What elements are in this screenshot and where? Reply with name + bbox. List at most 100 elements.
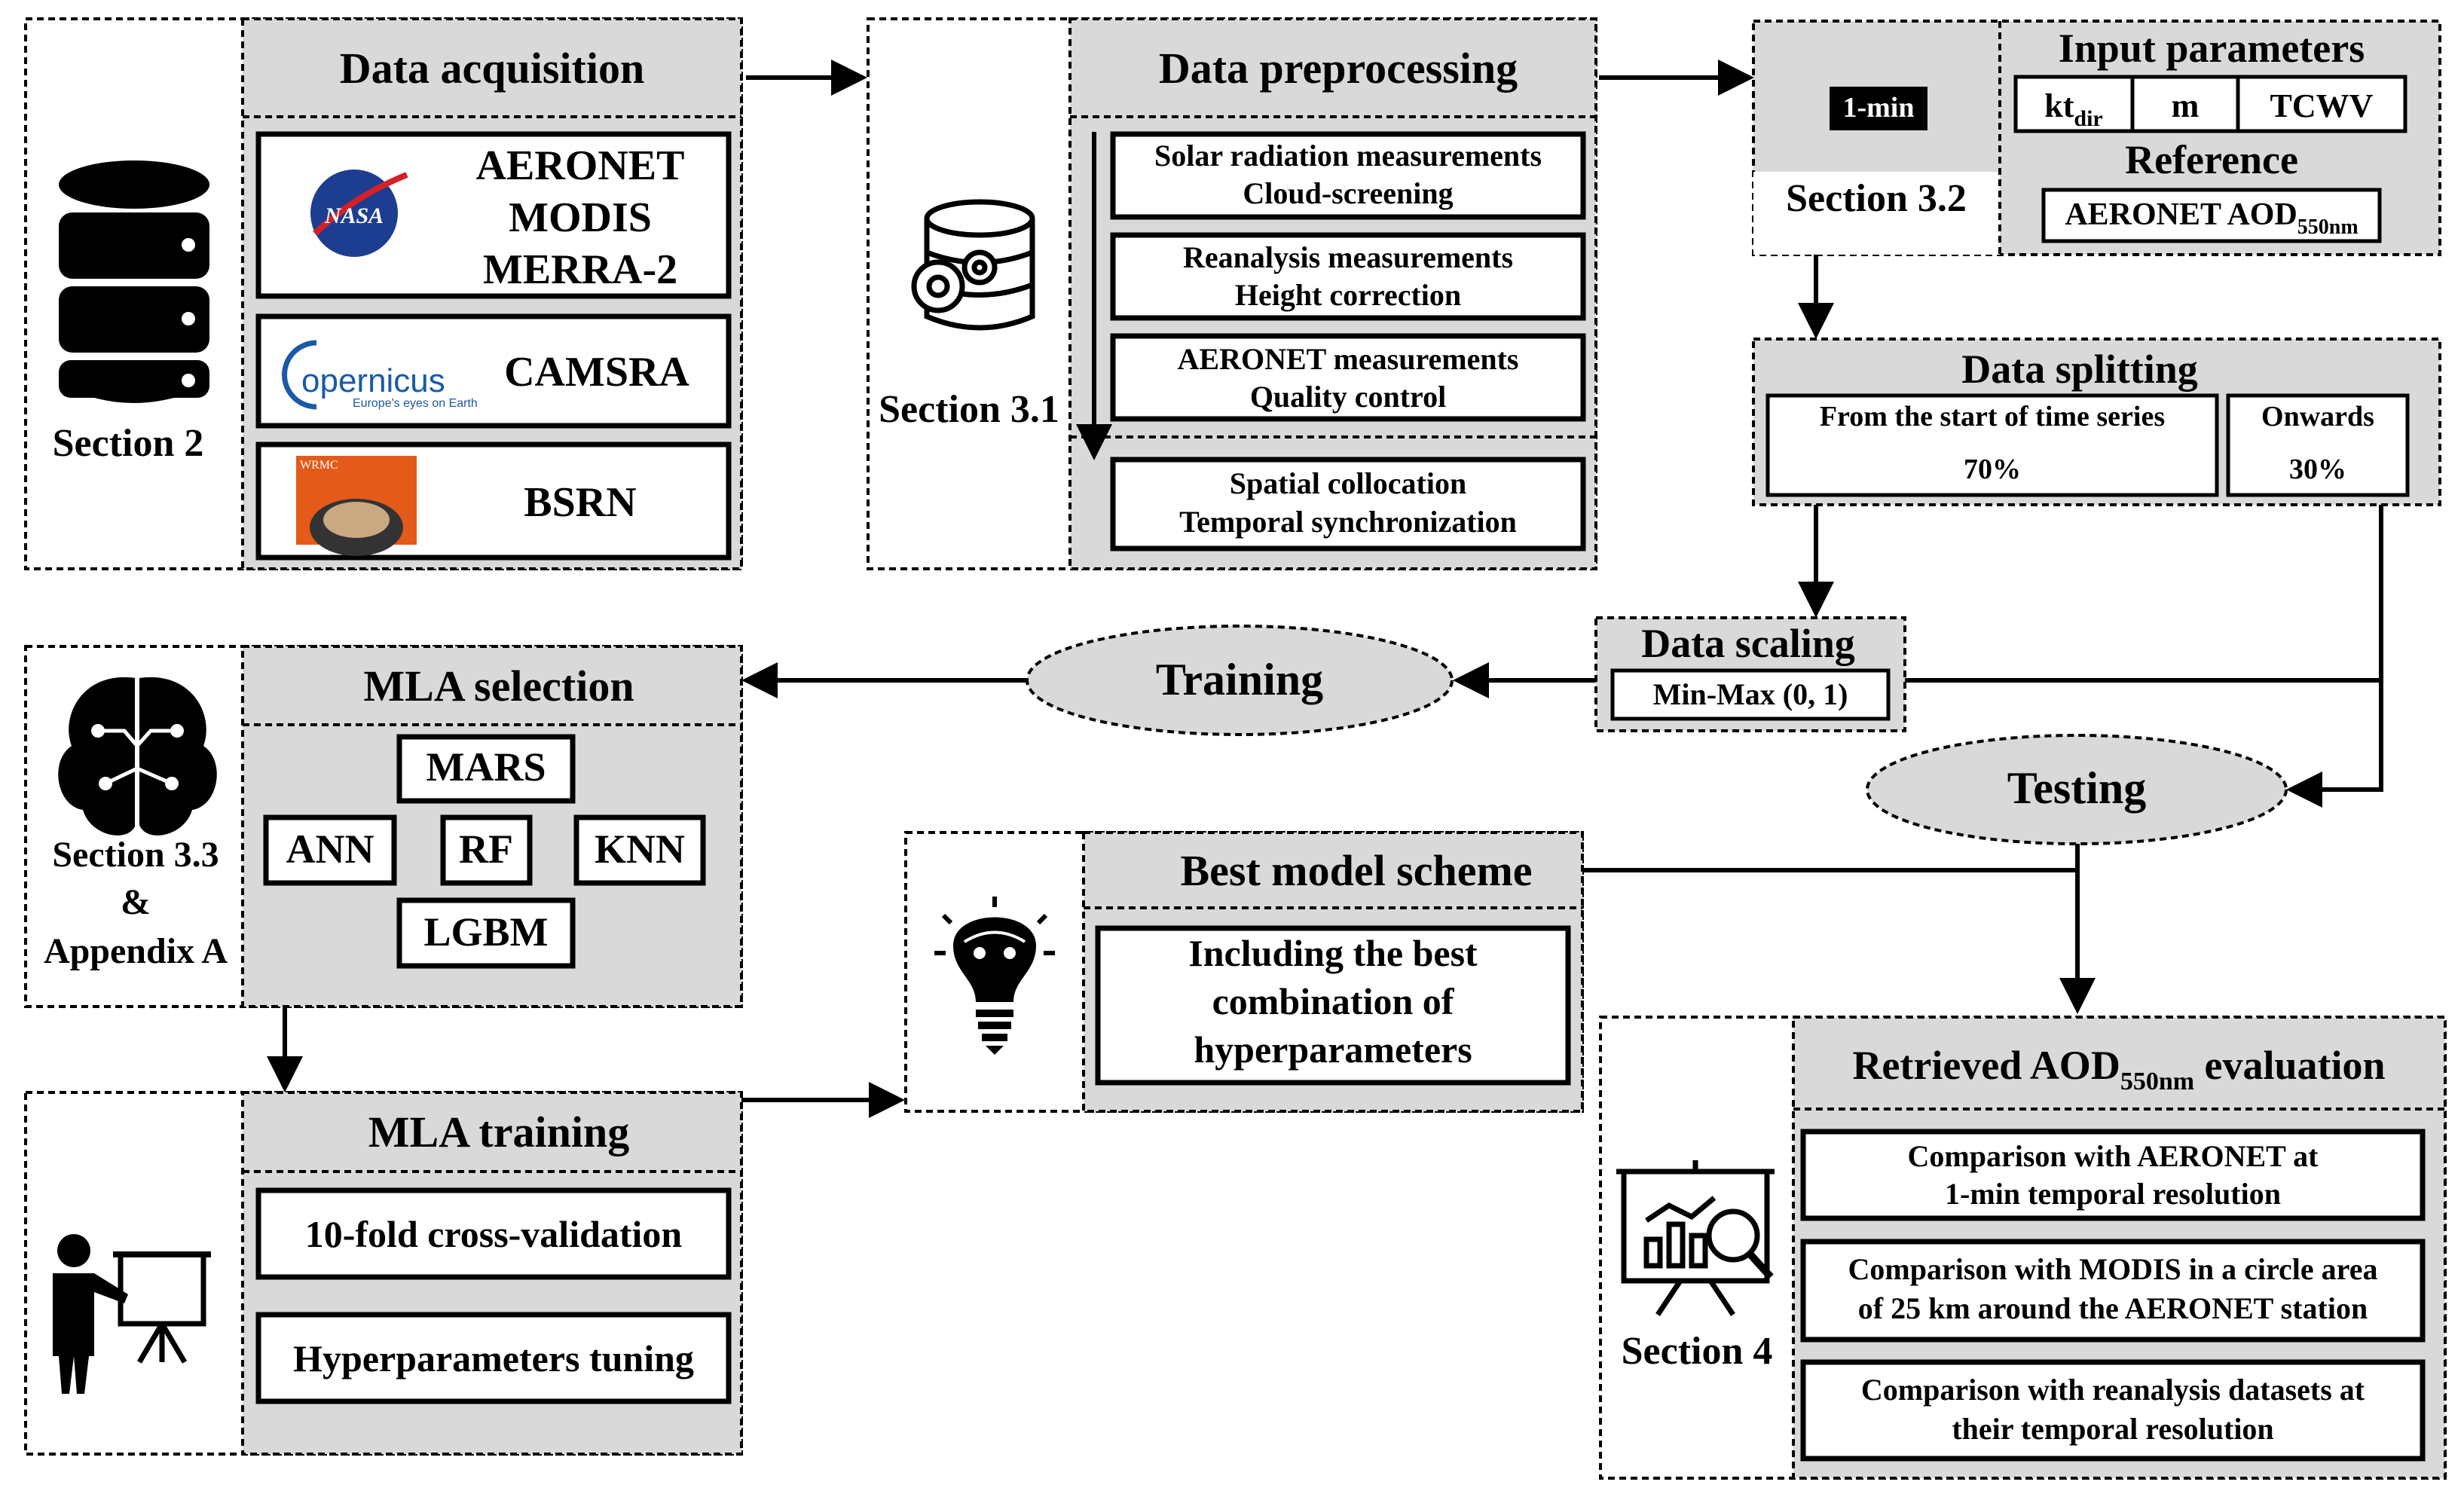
line-splitting-to-testing — [2286, 505, 2383, 808]
training-node: Training — [1026, 625, 1454, 736]
model-rf: RF — [459, 826, 513, 872]
source-box-copernicus — [255, 313, 732, 429]
section-3-1-header: Data preprocessing — [1159, 44, 1518, 93]
data-splitting-block: Data splitting From the start of time se… — [1752, 338, 2441, 506]
data-scaling-box — [1610, 668, 1891, 721]
model-ann-box — [263, 814, 397, 886]
step-1-line-1: Solar radiation measurements — [1154, 139, 1542, 173]
split-right-label: Onwards — [2261, 401, 2374, 432]
best-model-block: Best model scheme Including the best com… — [904, 831, 1584, 1113]
mla-selection-label-2: & — [121, 882, 151, 922]
step-box-1 — [1110, 131, 1586, 220]
best-model-line-3: hyperparameters — [1194, 1028, 1472, 1071]
data-scaling-value: Min-Max (0, 1) — [1653, 677, 1848, 711]
eval-box-3 — [1800, 1359, 2426, 1462]
model-mars: MARS — [426, 744, 546, 790]
testing-label: Testing — [2007, 763, 2147, 813]
step-box-3 — [1110, 333, 1586, 422]
section-4-block: Retrieved AOD550nm evaluation Section 4 … — [1599, 1016, 2447, 1480]
connectors — [267, 60, 2383, 1118]
eval-3-line-2: their temporal resolution — [1952, 1412, 2273, 1446]
svg-text:Europe's eyes on Earth: Europe's eyes on Earth — [353, 397, 478, 410]
step-box-4 — [1110, 457, 1586, 551]
step-3-line-2: Quality control — [1250, 380, 1446, 414]
split-left-value: 70% — [1964, 454, 2021, 485]
step-2-line-2: Height correction — [1235, 278, 1461, 312]
section-4-label: Section 4 — [1622, 1330, 1773, 1373]
mla-selection-block: MLA selection Section 3.3 & Appendix A M… — [24, 645, 743, 1008]
source-camsra: CAMSRA — [504, 349, 689, 396]
one-min-badge-text: 1-min — [1843, 92, 1915, 124]
model-lgbm: LGBM — [423, 909, 548, 955]
step-4-line-2: Temporal synchronization — [1179, 505, 1517, 539]
best-model-box — [1095, 925, 1571, 1086]
mla-selection-header: MLA selection — [363, 661, 634, 710]
model-rf-box — [440, 814, 533, 886]
model-knn-box — [573, 814, 706, 886]
source-modis: MODIS — [509, 194, 652, 241]
source-bsrn: BSRN — [524, 479, 636, 526]
step-box-2 — [1110, 232, 1586, 321]
mla-training-item-2: Hyperparameters tuning — [293, 1337, 694, 1379]
best-model-line-2: combination of — [1212, 980, 1455, 1022]
best-model-header: Best model scheme — [1180, 846, 1532, 895]
database-icon — [59, 160, 209, 403]
data-scaling-block: Data scaling Min-Max (0, 1) — [1594, 616, 1906, 732]
section-3-1-block: Data preprocessing Section 3.1 Solar rad… — [867, 17, 1597, 570]
line-best-model-to-evaluation — [1582, 868, 2096, 1014]
eval-1-line-2: 1-min temporal resolution — [1945, 1177, 2281, 1211]
eval-3-line-1: Comparison with reanalysis datasets at — [1861, 1373, 2365, 1407]
testing-node: Testing — [1866, 734, 2288, 845]
step-1-line-2: Cloud-screening — [1243, 176, 1453, 210]
param-kt: ktdir — [2044, 87, 2102, 131]
section-2-label: Section 2 — [53, 422, 204, 465]
model-knn: KNN — [595, 826, 685, 872]
split-right-box — [2226, 393, 2410, 497]
input-parameters-header: Input parameters — [2059, 26, 2365, 71]
eval-1-line-1: Comparison with AERONET at — [1908, 1139, 2319, 1173]
svg-text:WRMC: WRMC — [300, 459, 338, 472]
eval-box-1 — [1800, 1129, 2426, 1221]
reference-value: AERONET AOD550nm — [2065, 197, 2358, 239]
param-tcwv-box — [2236, 75, 2407, 133]
step-2-line-1: Reanalysis measurements — [1183, 240, 1513, 274]
split-right-value: 30% — [2289, 454, 2346, 485]
mla-training-item-1-box — [255, 1187, 732, 1280]
step-3-line-1: AERONET measurements — [1178, 342, 1519, 376]
step-4-line-1: Spatial collocation — [1230, 466, 1466, 500]
training-label: Training — [1156, 655, 1323, 704]
data-splitting-header: Data splitting — [1961, 347, 2198, 392]
best-model-line-1: Including the best — [1188, 932, 1478, 974]
one-min-badge — [1830, 87, 1927, 130]
section-3-2-label: Section 3.2 — [1786, 177, 1967, 220]
mla-selection-label-3: Appendix A — [44, 931, 228, 971]
mla-training-block: MLA training 10-fold cross-validation Hy… — [24, 1091, 743, 1456]
svg-text:NASA: NASA — [324, 203, 384, 228]
nasa-logo-icon: NASA — [310, 170, 408, 257]
presentation-board-icon — [53, 1234, 211, 1394]
reference-box — [2041, 188, 2382, 243]
lightbulb-brain-icon — [934, 897, 1055, 1055]
param-tcwv: TCWV — [2270, 87, 2374, 124]
section-2-block: Data acquisition Section 2 NASA AERONET … — [24, 17, 743, 570]
source-merra2: MERRA-2 — [483, 246, 677, 293]
mla-selection-label-1: Section 3.3 — [52, 835, 219, 875]
model-mars-box — [396, 734, 576, 804]
data-scaling-header: Data scaling — [1641, 621, 1855, 666]
analytics-board-icon — [1616, 1160, 1775, 1316]
database-gear-icon — [911, 199, 1035, 331]
section-2-header: Data acquisition — [340, 44, 644, 93]
section-3-1-label: Section 3.1 — [879, 388, 1059, 431]
brain-icon — [58, 677, 217, 836]
model-ann: ANN — [286, 826, 374, 872]
param-m: m — [2172, 87, 2200, 124]
eval-2-line-2: of 25 km around the AERONET station — [1858, 1291, 2368, 1325]
mla-training-item-1: 10-fold cross-validation — [305, 1213, 683, 1255]
copernicus-logo-icon: opernicus Europe's eyes on Earth — [282, 340, 478, 410]
split-left-box — [1765, 393, 2219, 497]
model-lgbm-box — [396, 897, 576, 969]
svg-text:opernicus: opernicus — [301, 362, 445, 399]
wrmc-logo-icon: WRMC — [296, 456, 417, 556]
source-aeronet: AERONET — [476, 142, 685, 189]
